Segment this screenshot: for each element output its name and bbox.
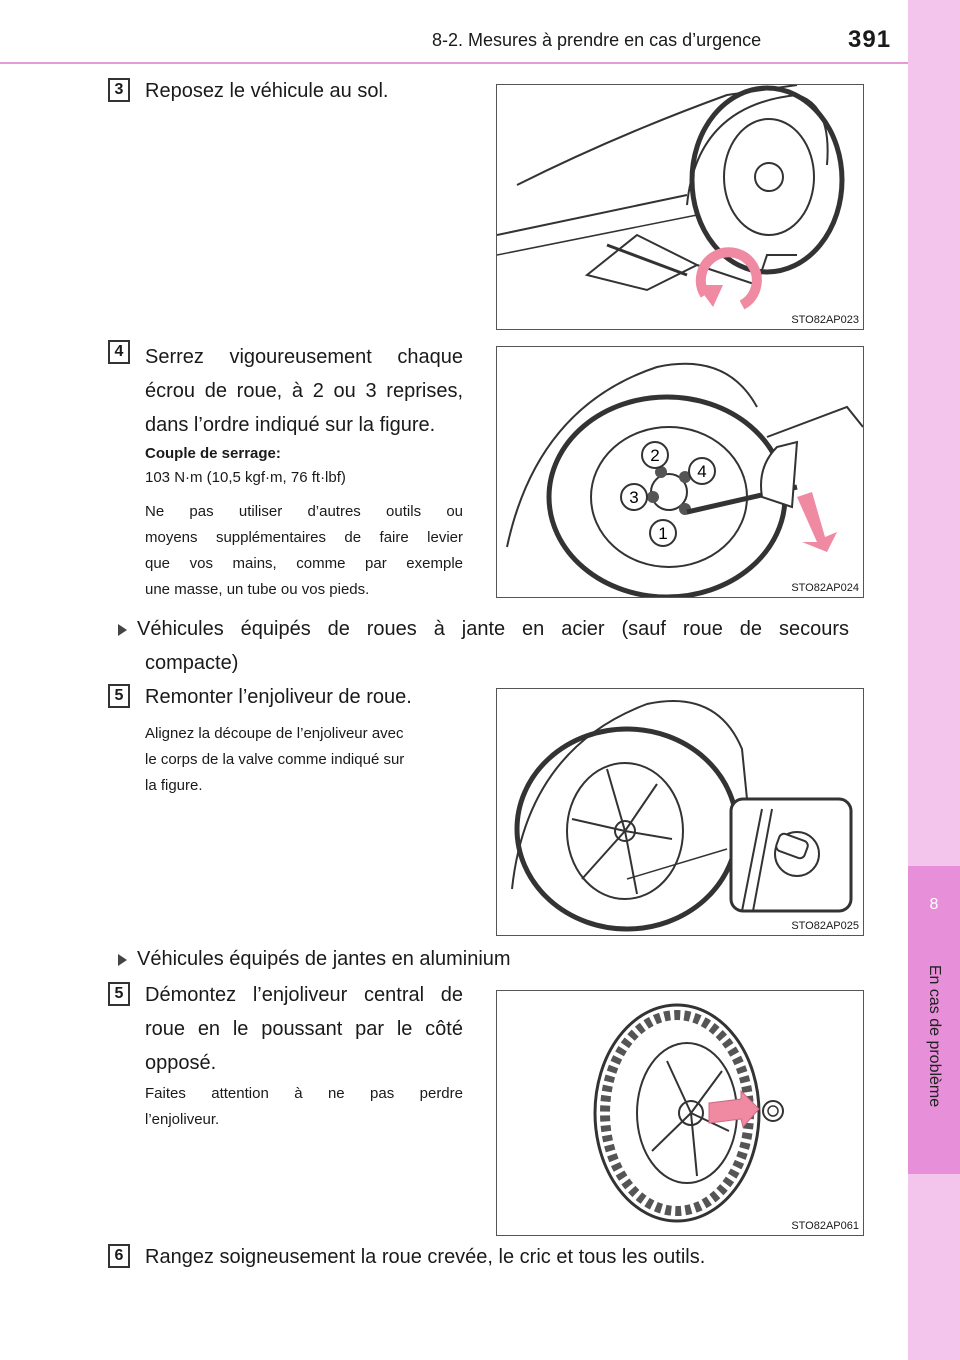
center-cap-illustration <box>593 1003 784 1223</box>
step-5a-note-line-3: la figure. <box>145 777 203 794</box>
order-label-4: 4 <box>697 462 706 481</box>
step-number-6: 6 <box>108 1244 130 1268</box>
step-4-note-line-4: une masse, un tube ou vos pieds. <box>145 581 370 598</box>
step-4-note-line-2: moyens supplémentaires de faire levier <box>145 529 463 546</box>
header-rule <box>0 62 960 64</box>
chapter-marker: 8 En cas de problème <box>908 866 960 1174</box>
figure-center-cap: STO82AP061 <box>496 990 864 1236</box>
section-title: 8-2. Mesures à prendre en cas d’urgence <box>432 30 762 50</box>
torque-value: 103 N·m (10,5 kgf·m, 76 ft·lbf) <box>145 469 346 486</box>
order-label-2: 2 <box>650 446 659 465</box>
figure-code: STO82AP024 <box>791 582 859 594</box>
step-4-line-1: Serrez vigoureusement chaque <box>145 346 463 368</box>
step-number-5b: 5 <box>108 982 130 1006</box>
order-label-3: 3 <box>629 488 638 507</box>
aluminium-rim-condition: Véhicules équipés de jantes en aluminium <box>118 942 511 976</box>
steel-rim-line-1: Véhicules équipés de roues à jante en ac… <box>137 618 849 640</box>
step-5b-line-3: opposé. <box>145 1052 217 1074</box>
figure-code: STO82AP023 <box>791 314 859 326</box>
step-6-text: Rangez soigneusement la roue crevée, le … <box>145 1246 706 1268</box>
step-3-text: Reposez le véhicule au sol. <box>145 80 389 102</box>
bullet-triangle-icon <box>118 953 127 966</box>
figure-lower-vehicle: STO82AP023 <box>496 84 864 330</box>
step-5a-text: Remonter l’enjoliveur de roue. <box>145 686 412 708</box>
torque-label: Couple de serrage: <box>145 445 281 462</box>
steel-rim-line-2: compacte) <box>145 652 239 674</box>
step-4-note-line-1: Ne pas utiliser d’autres outils ou <box>145 503 463 520</box>
figure-code: STO82AP061 <box>791 1220 859 1232</box>
step-4-note-line-3: que vos mains, comme par exemple <box>145 555 463 572</box>
step-number-3: 3 <box>108 78 130 102</box>
step-4-line-2: écrou de roue, à 2 ou 3 reprises, <box>145 380 463 402</box>
bullet-triangle-icon <box>118 623 127 636</box>
jack-lowering-illustration <box>497 85 845 310</box>
step-4-line-3: dans l’ordre indiqué sur la figure. <box>145 414 436 436</box>
steel-rim-condition: Véhicules équipés de roues à jante en ac… <box>118 612 856 646</box>
step-number-4: 4 <box>108 340 130 364</box>
step-5b-note-line-2: l’enjoliveur. <box>145 1111 220 1128</box>
step-5a-note-line-2: le corps de la valve comme indiqué sur <box>145 751 405 768</box>
chapter-number: 8 <box>929 896 939 913</box>
step-5b-note-line-1: Faites attention à ne pas perdre <box>145 1085 463 1102</box>
page-number: 391 <box>848 26 892 53</box>
aluminium-rim-text: Véhicules équipés de jantes en aluminium <box>137 948 511 970</box>
step-5a-note-line-1: Alignez la découpe de l’enjoliveur avec <box>145 725 404 742</box>
figure-tighten-nuts: 2 4 3 1 STO82AP024 <box>496 346 864 598</box>
step-number-5a: 5 <box>108 684 130 708</box>
wrench-tightening-illustration: 2 4 3 1 <box>506 362 863 597</box>
step-5b-line-1: Démontez l’enjoliveur central de <box>145 984 463 1006</box>
figure-wheel-cover: STO82AP025 <box>496 688 864 936</box>
figure-code: STO82AP025 <box>791 920 859 932</box>
chapter-title: En cas de problème <box>926 964 943 1108</box>
order-label-1: 1 <box>658 524 667 543</box>
wheel-cover-illustration <box>511 700 853 932</box>
step-5b-line-2: roue en le poussant par le côté <box>145 1018 463 1040</box>
